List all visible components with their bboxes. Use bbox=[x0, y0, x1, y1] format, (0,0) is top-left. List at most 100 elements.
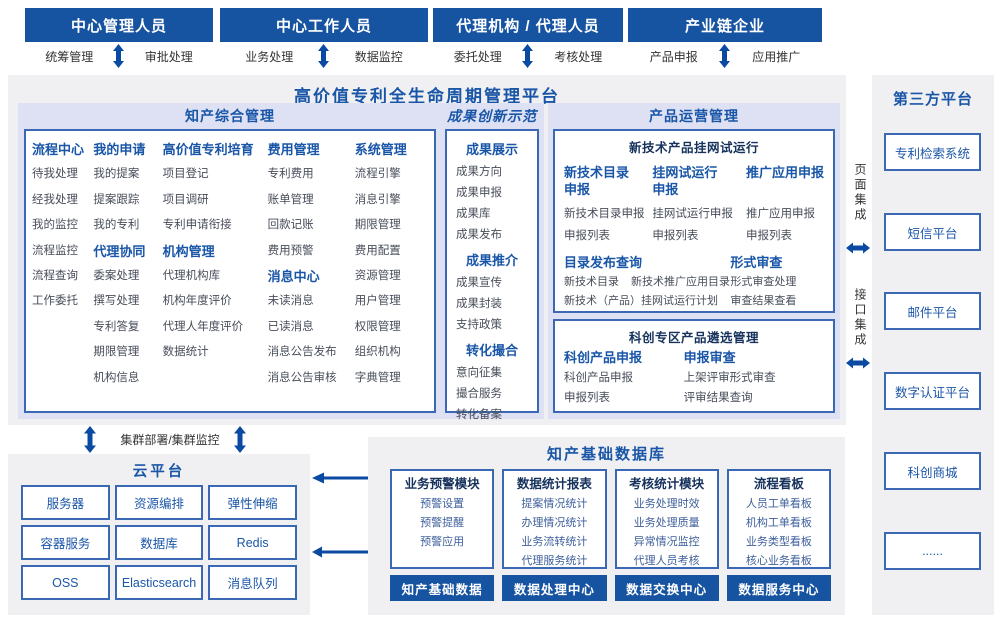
menu-group: 系统管理 流程引擎消息引擎期限管理费用配置资源管理用户管理权限管理组织机构字典管… bbox=[355, 137, 428, 391]
section-title: 产品运营管理 bbox=[649, 108, 739, 124]
cloud-service-cell: Redis bbox=[208, 525, 297, 560]
menu-column: 系统管理 流程引擎消息引擎期限管理费用配置资源管理用户管理权限管理组织机构字典管… bbox=[355, 137, 428, 391]
menu-item: 成果方向 bbox=[456, 166, 502, 178]
menu-item: 流程查询 bbox=[32, 270, 78, 283]
user-group-bar: 中心管理人员 bbox=[25, 8, 213, 42]
group-title: 科创产品申报 bbox=[564, 350, 643, 365]
db-module-box: 业务预警模块 预警设置预警提醒预警应用 bbox=[390, 469, 495, 569]
db-module-box: 流程看板 人员工单看板机构工单看板业务类型看板核心业务看板 bbox=[726, 469, 831, 569]
menu-item: 意向征集 bbox=[456, 367, 502, 379]
group-title: 形式审查 bbox=[730, 255, 783, 270]
menu-item: 专利申请衔接 bbox=[162, 219, 232, 232]
menu-item: 形式审查处理 bbox=[730, 276, 797, 288]
db-column: 数据统计报表 提案情况统计办理情况统计业务流转统计代理服务统计 数据处理中心 bbox=[502, 469, 607, 601]
user-role-label: 审批处理 bbox=[144, 49, 193, 64]
menu-item: 流程引擎 bbox=[354, 168, 401, 181]
section-product-ops: 产品运营管理 新技术产品挂网试运行 新技术目录申报 新技术目录申报申报列表 挂网… bbox=[548, 103, 840, 419]
group-title: 成果推介 bbox=[465, 253, 518, 268]
menu-group: 申报审查 上架评审形式审查评审结果查询 bbox=[684, 348, 824, 408]
menu-item: 机构信息 bbox=[93, 371, 140, 384]
menu-item: 组织机构 bbox=[354, 346, 401, 359]
menu-item: 项目调研 bbox=[162, 193, 209, 206]
menu-item: 账单管理 bbox=[267, 193, 314, 206]
user-group-center-staff: 中心工作人员 业务处理 数据监控 bbox=[220, 8, 428, 70]
menu-item: 成果申报 bbox=[456, 187, 502, 199]
ip-database-title: 知产基础数据库 bbox=[546, 446, 666, 463]
db-column: 流程看板 人员工单看板机构工单看板业务类型看板核心业务看板 数据服务中心 bbox=[726, 469, 831, 601]
user-group-enterprises: 产业链企业 产品申报 应用推广 bbox=[628, 8, 822, 70]
menu-item: 新技术目录申报 bbox=[564, 208, 645, 220]
menu-item: 挂网试运行申报 bbox=[652, 208, 733, 220]
trial-run-box: 新技术产品挂网试运行 新技术目录申报 新技术目录申报申报列表 挂网试运行申报 挂… bbox=[553, 129, 835, 313]
user-group-bar: 代理机构 / 代理人员 bbox=[433, 8, 623, 42]
group-title: 高价值专利培育 bbox=[162, 142, 254, 157]
menu-group: 推广应用申报 推广应用申报申报列表 bbox=[746, 161, 824, 247]
group-title: 费用管理 bbox=[267, 142, 320, 157]
group-title: 挂网试运行申报 bbox=[652, 165, 718, 197]
v-double-arrow-icon bbox=[522, 44, 534, 68]
left-arrow-icon bbox=[312, 472, 378, 484]
db-item: 机构工单看板 bbox=[745, 517, 812, 529]
menu-item: 我的提案 bbox=[93, 168, 140, 181]
menu-item: 期限管理 bbox=[93, 346, 140, 359]
group-title: 代理协同 bbox=[93, 243, 146, 259]
group-title: 成果展示 bbox=[465, 142, 518, 157]
sci-innovation-box: 科创专区产品遴选管理 科创产品申报 科创产品申报申报列表 申报审查 上架评审形式… bbox=[553, 319, 835, 413]
third-party-box: 短信平台 bbox=[884, 213, 981, 251]
menu-item: 费用配置 bbox=[354, 244, 401, 257]
db-item: 人员工单看板 bbox=[745, 498, 812, 510]
user-role-label: 考核处理 bbox=[554, 49, 603, 64]
h-double-arrow-icon bbox=[846, 242, 870, 254]
third-party-box: 科创商城 bbox=[884, 452, 981, 490]
db-module-box: 数据统计报表 提案情况统计办理情况统计业务流转统计代理服务统计 bbox=[502, 469, 607, 569]
ip-management-box: 流程中心 待我处理经我处理我的监控流程监控流程查询工作委托 我的申请 我的提案提… bbox=[24, 129, 436, 413]
menu-group: 机构管理 代理机构库机构年度评价代理人年度评价数据统计 bbox=[163, 239, 268, 366]
group-title: 流程中心 bbox=[32, 142, 85, 157]
menu-item: 我的专利 bbox=[93, 219, 140, 232]
third-party-box: 邮件平台 bbox=[884, 292, 981, 330]
menu-item: 成果宣传 bbox=[456, 277, 502, 289]
third-party-box: 专利检索系统 bbox=[884, 133, 981, 171]
platform-panel: 高价值专利全生命周期管理平台 知产综合管理 流程中心 待我处理经我处理我的监控流… bbox=[8, 75, 846, 425]
menu-item: 撰写处理 bbox=[93, 295, 140, 308]
menu-item: 我的监控 bbox=[32, 219, 78, 232]
menu-group: 我的申请 我的提案提案跟踪我的专利 bbox=[93, 137, 162, 239]
menu-column: 费用管理 专利费用账单管理回款记账费用预警 消息中心 未读消息已读消息消息公告发… bbox=[268, 137, 355, 391]
user-role-label: 委托处理 bbox=[453, 49, 502, 64]
group-title: 申报审查 bbox=[683, 350, 736, 365]
group-title: 消息中心 bbox=[267, 269, 320, 285]
db-bar: 数据服务中心 bbox=[726, 575, 831, 601]
h-double-arrow-icon bbox=[846, 357, 870, 369]
menu-item: 资源管理 bbox=[354, 270, 401, 283]
menu-item: 专利费用 bbox=[267, 168, 314, 181]
menu-column: 流程中心 待我处理经我处理我的监控流程监控流程查询工作委托 bbox=[32, 137, 93, 391]
menu-group: 高价值专利培育 项目登记项目调研专利申请衔接 bbox=[163, 137, 268, 239]
menu-item: 申报列表 bbox=[652, 230, 699, 242]
user-group-center-managers: 中心管理人员 统筹管理 审批处理 bbox=[25, 8, 213, 70]
menu-item: 消息公告发布 bbox=[267, 346, 337, 359]
section-ip-management: 知产综合管理 流程中心 待我处理经我处理我的监控流程监控流程查询工作委托 我的申… bbox=[18, 103, 442, 419]
ip-database-panel: 知产基础数据库 业务预警模块 预警设置预警提醒预警应用 知产基础数据 数据统计报… bbox=[368, 437, 845, 615]
db-bar: 数据处理中心 bbox=[502, 575, 607, 601]
group-title: 系统管理 bbox=[354, 142, 407, 157]
menu-group: 科创产品申报 科创产品申报申报列表 bbox=[564, 348, 684, 408]
menu-item: 项目登记 bbox=[162, 168, 209, 181]
cloud-platform-title: 云平台 bbox=[132, 464, 186, 480]
menu-item: 审查结果查看 bbox=[730, 295, 797, 307]
db-item: 代理服务统计 bbox=[521, 555, 588, 567]
menu-group: 费用管理 专利费用账单管理回款记账费用预警 bbox=[268, 137, 355, 264]
menu-group: 目录发布查询 新技术目录新技术推广应用目录 新技术（产品）挂网试运行计划 bbox=[564, 253, 730, 311]
menu-item: 委案处理 bbox=[93, 270, 140, 283]
section-title: 成果创新示范 bbox=[447, 108, 537, 124]
menu-item: 评审结果查询 bbox=[683, 392, 753, 404]
menu-item: 消息公告审核 bbox=[267, 371, 337, 384]
menu-group: 流程中心 待我处理经我处理我的监控流程监控流程查询工作委托 bbox=[32, 137, 93, 315]
menu-item: 未读消息 bbox=[267, 295, 314, 308]
user-role-label: 产品申报 bbox=[649, 49, 698, 64]
third-party-box: ...... bbox=[884, 532, 981, 570]
menu-group: 成果展示 成果方向成果申报成果库成果发布 bbox=[447, 138, 537, 246]
menu-group: 转化撮合 意向征集撮合服务转化备案 bbox=[447, 339, 537, 426]
db-item: 业务处理质量 bbox=[633, 517, 700, 529]
